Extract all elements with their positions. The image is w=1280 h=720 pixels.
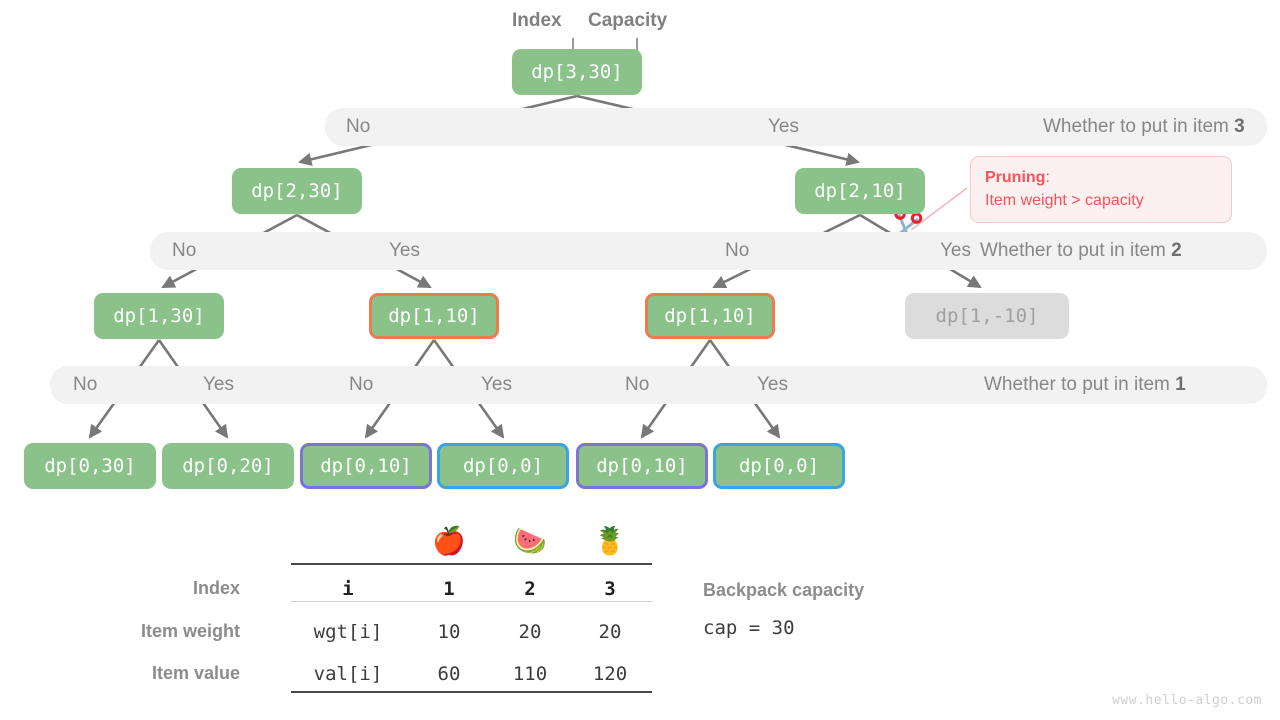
decision-bar-item-3-option-1-yes[interactable]: Yes bbox=[768, 116, 799, 137]
decision-bar-item-1-option-3-yes[interactable]: Yes bbox=[481, 374, 512, 395]
decision-bar-item-1-option-4-no[interactable]: No bbox=[625, 374, 650, 395]
decision-bar-item-2-item-number: 2 bbox=[1171, 240, 1182, 261]
decision-bar-item-1-option-0-no[interactable]: No bbox=[73, 374, 98, 395]
pruning-colon: : bbox=[1045, 169, 1050, 186]
decision-bar-item-2 bbox=[150, 232, 1267, 270]
pruning-leader-line bbox=[910, 187, 968, 231]
row-value-cell-2: 120 bbox=[592, 663, 628, 685]
decision-bar-item-1-question: Whether to put in item 1 bbox=[984, 374, 1186, 395]
row-weight-label: Item weight bbox=[140, 621, 240, 641]
decision-bar-item-2-option-2-no[interactable]: No bbox=[725, 240, 750, 261]
pruning-callout: Pruning: Item weight > capacity bbox=[970, 156, 1232, 224]
tree-node-n-3-30[interactable]: dp[3,30] bbox=[512, 49, 642, 95]
row-weight-cell-2: 20 bbox=[598, 621, 622, 643]
row-value-cell-0: 60 bbox=[437, 663, 461, 685]
row-weight-cell-0: 10 bbox=[437, 621, 461, 643]
tree-node-n-2-30[interactable]: dp[2,30] bbox=[232, 168, 362, 214]
tree-node-n-0-10b[interactable]: dp[0,10] bbox=[576, 443, 708, 489]
pruning-callout-title-line: Pruning: bbox=[985, 166, 1217, 189]
row-index-head: i bbox=[342, 578, 354, 600]
capacity-annotation: Capacity bbox=[588, 10, 668, 31]
tree-node-n-2-10[interactable]: dp[2,10] bbox=[795, 168, 925, 214]
pruning-text: Item weight > capacity bbox=[985, 192, 1144, 210]
row-value-head: val[i] bbox=[313, 663, 383, 685]
row-weight-head: wgt[i] bbox=[313, 621, 383, 643]
decision-bar-item-1-option-2-no[interactable]: No bbox=[349, 374, 374, 395]
decision-bar-item-3 bbox=[325, 108, 1267, 146]
watermark: www.hello-algo.com bbox=[1112, 693, 1262, 708]
rule-top bbox=[291, 563, 652, 565]
tree-node-n-0-0a[interactable]: dp[0,0] bbox=[437, 443, 569, 489]
decision-bar-item-1-option-5-yes[interactable]: Yes bbox=[757, 374, 788, 395]
decision-bar-item-3-question: Whether to put in item 3 bbox=[1043, 116, 1245, 137]
index-annotation: Index bbox=[512, 10, 562, 31]
row-index-cell-0: 1 bbox=[443, 578, 455, 600]
row-value-cell-1: 110 bbox=[512, 663, 548, 685]
tree-node-n-1-m10[interactable]: dp[1,-10] bbox=[905, 293, 1069, 339]
decision-bar-item-1-item-number: 1 bbox=[1175, 374, 1186, 395]
tree-node-n-0-30[interactable]: dp[0,30] bbox=[24, 443, 156, 489]
pruning-leader-line bbox=[910, 187, 968, 231]
row-index-cell-1: 2 bbox=[524, 578, 536, 600]
tree-node-n-1-30[interactable]: dp[1,30] bbox=[94, 293, 224, 339]
row-weight-cell-1: 20 bbox=[518, 621, 542, 643]
row-index-cell-2: 3 bbox=[604, 578, 616, 600]
decision-bar-item-2-option-3-yes[interactable]: Yes bbox=[940, 240, 971, 261]
apple-icon: 🍎 bbox=[432, 526, 466, 556]
row-index-label: Index bbox=[192, 578, 240, 598]
pruning-title: Pruning bbox=[985, 169, 1046, 186]
decision-bar-item-1 bbox=[50, 366, 1267, 404]
tree-node-n-0-20[interactable]: dp[0,20] bbox=[162, 443, 294, 489]
decision-bar-item-2-question: Whether to put in item 2 bbox=[980, 240, 1182, 261]
rule-header bbox=[291, 601, 652, 602]
decision-bar-item-2-option-1-yes[interactable]: Yes bbox=[389, 240, 420, 261]
decision-bar-item-1-option-1-yes[interactable]: Yes bbox=[203, 374, 234, 395]
row-value-label: Item value bbox=[151, 663, 240, 683]
pineapple-icon: 🍍 bbox=[593, 526, 627, 556]
decision-bar-item-3-item-number: 3 bbox=[1234, 116, 1245, 137]
capacity-value: cap = 30 bbox=[703, 617, 795, 639]
decision-bar-item-2-option-0-no[interactable]: No bbox=[172, 240, 197, 261]
tree-node-n-1-10b[interactable]: dp[1,10] bbox=[645, 293, 775, 339]
tree-node-n-0-0b[interactable]: dp[0,0] bbox=[713, 443, 845, 489]
tree-node-n-1-10a[interactable]: dp[1,10] bbox=[369, 293, 499, 339]
decision-bar-item-3-option-0-no[interactable]: No bbox=[346, 116, 371, 137]
tree-node-n-0-10a[interactable]: dp[0,10] bbox=[300, 443, 432, 489]
watermelon-icon: 🍉 bbox=[513, 526, 547, 556]
capacity-title: Backpack capacity bbox=[703, 580, 865, 600]
rule-bottom bbox=[291, 691, 652, 693]
